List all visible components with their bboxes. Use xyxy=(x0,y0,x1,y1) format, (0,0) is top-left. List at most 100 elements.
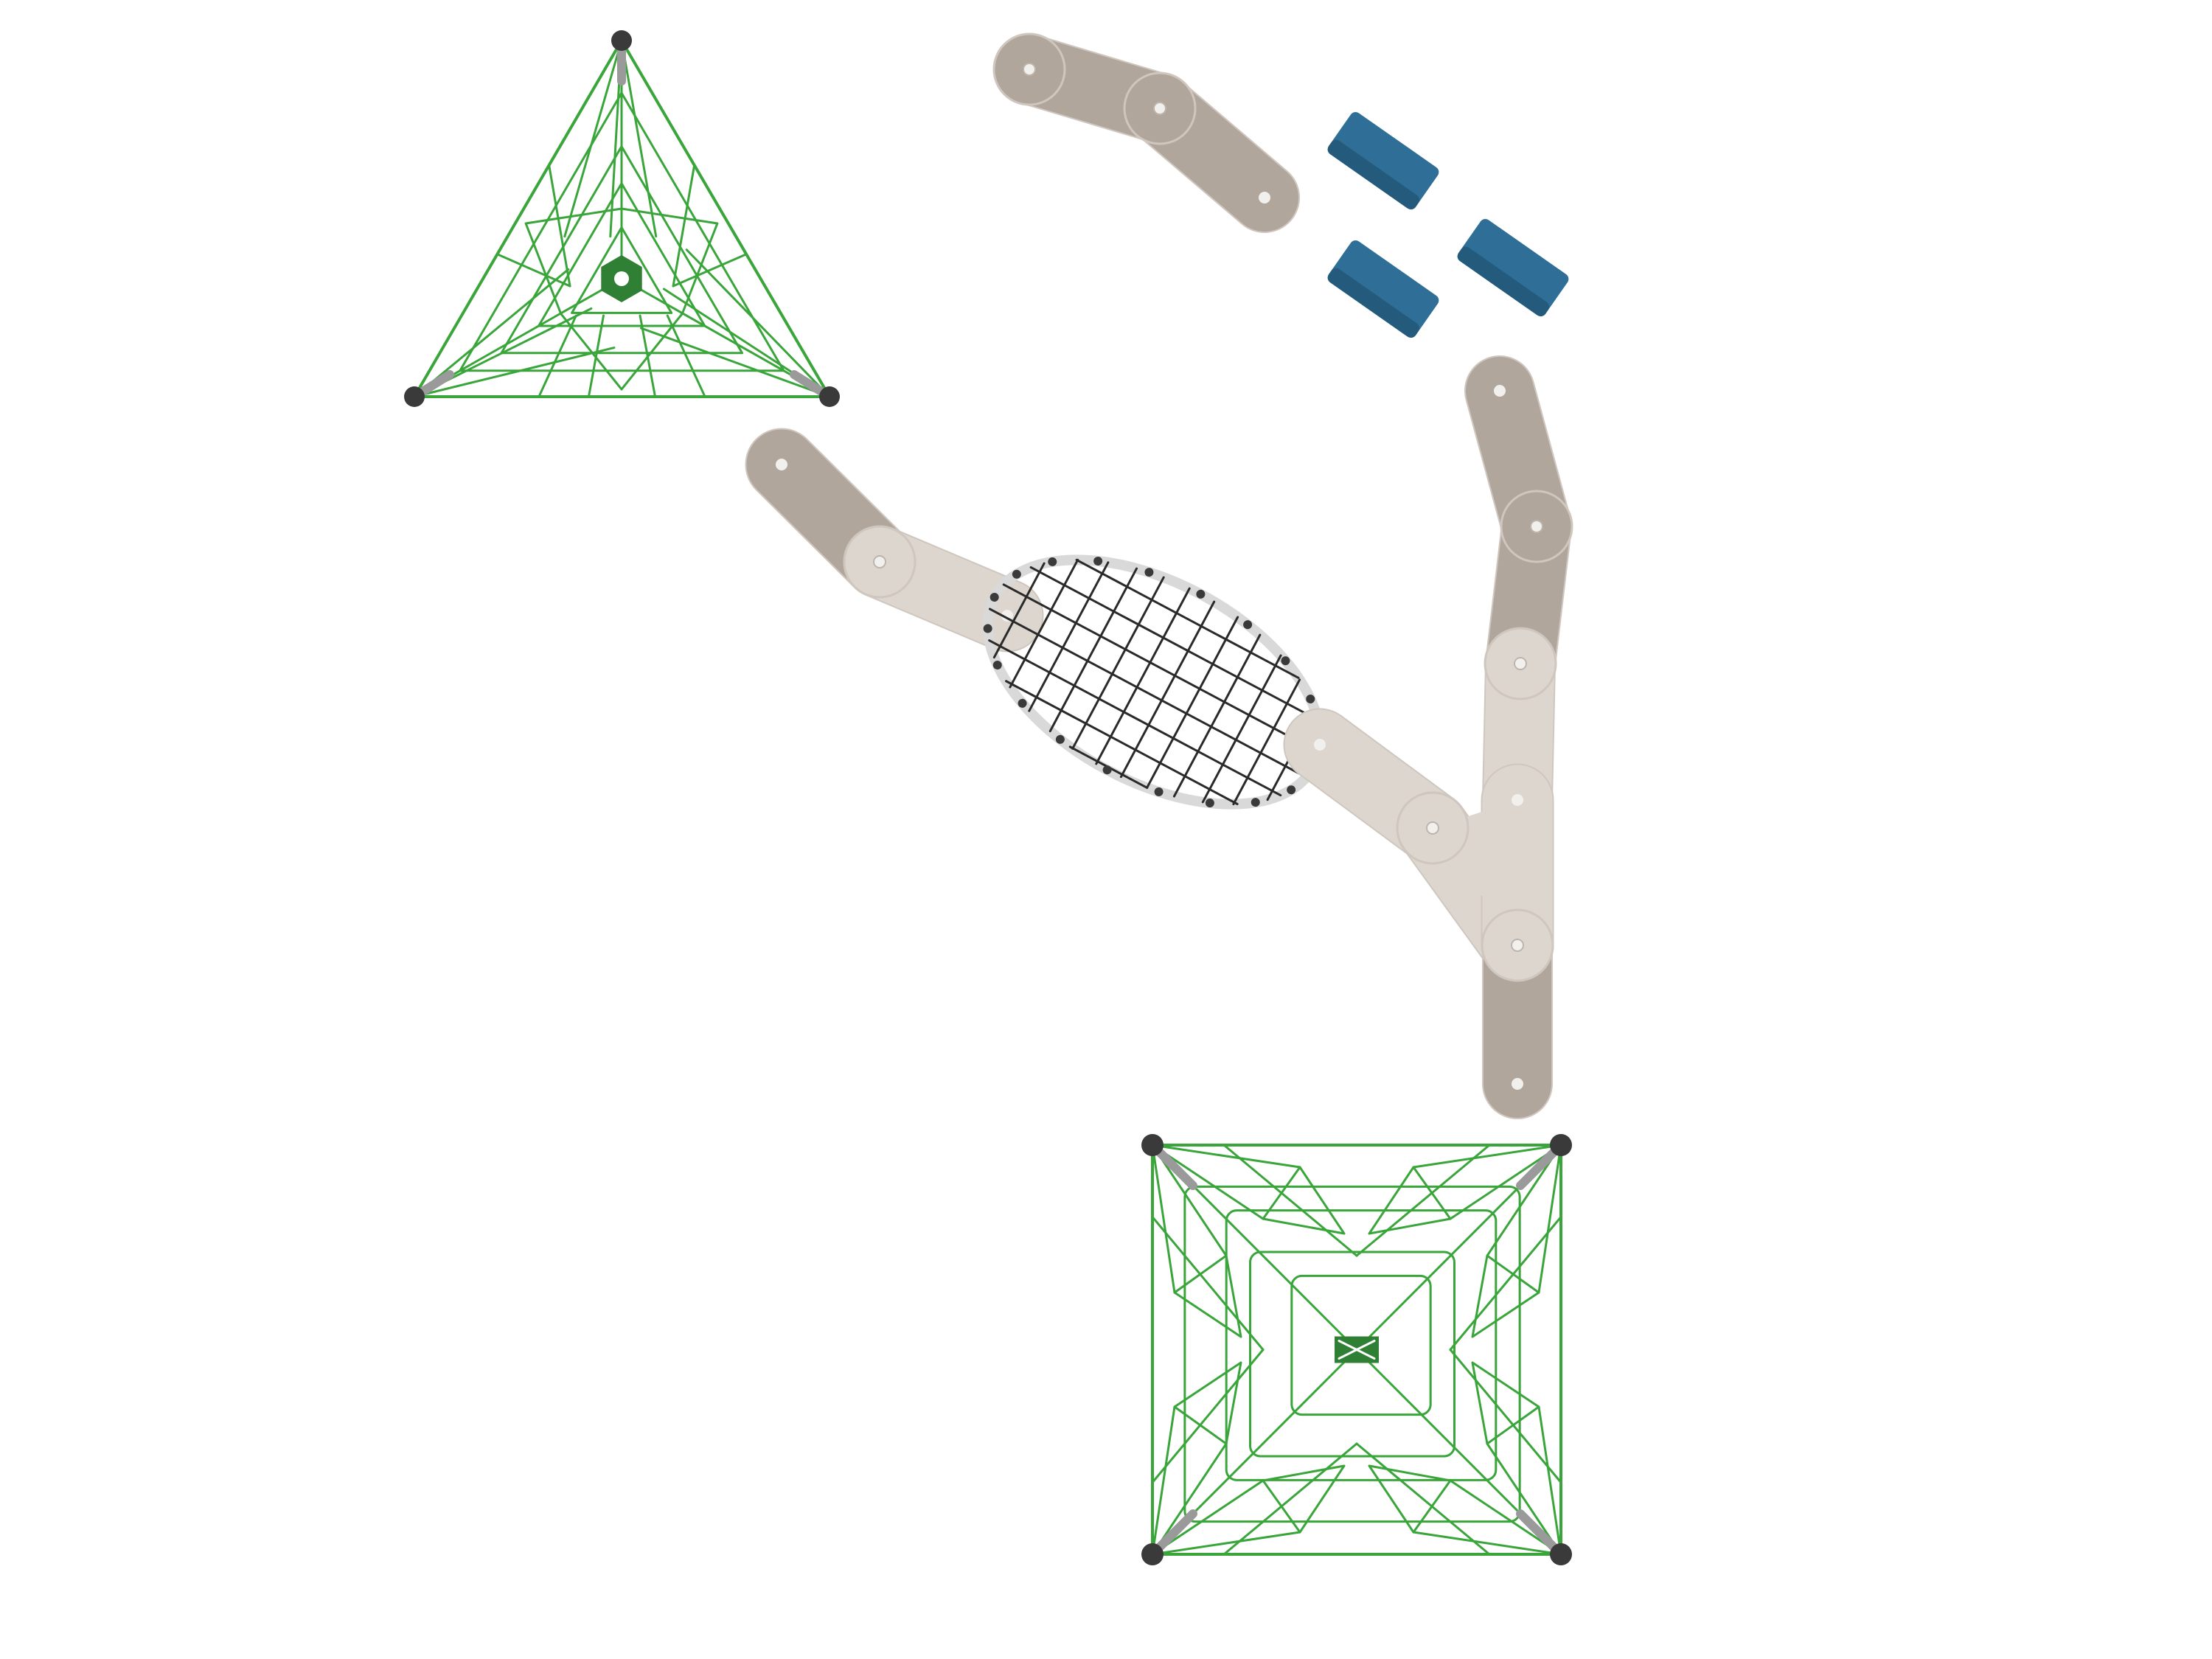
corner-anchor xyxy=(611,30,632,51)
net-clip xyxy=(1144,568,1154,577)
beam-end-dot xyxy=(1259,192,1270,204)
rope-triangle xyxy=(1471,1254,1540,1338)
net-rope xyxy=(1095,587,1191,765)
corner-anchor xyxy=(1141,1134,1164,1156)
beam-disc-dot xyxy=(1511,939,1524,952)
net-clip xyxy=(1102,765,1112,775)
rope-ring xyxy=(571,226,673,314)
stepping-block xyxy=(1457,218,1569,317)
net-clip xyxy=(1154,787,1164,796)
stepping-block xyxy=(1327,240,1439,338)
net-rope xyxy=(1146,616,1239,789)
net-rope xyxy=(1119,600,1216,779)
rope-ring xyxy=(1225,1209,1498,1481)
rope-vertical xyxy=(666,314,706,398)
net-rope xyxy=(1028,561,1110,712)
rope-fan xyxy=(620,39,658,238)
stepping-block-top xyxy=(1457,218,1569,317)
net-rope xyxy=(1071,576,1165,750)
beam-end-dot xyxy=(1512,1078,1523,1090)
corner-anchor xyxy=(1141,1543,1164,1565)
rope-fan xyxy=(1412,1531,1562,1556)
net-rope xyxy=(1232,678,1301,806)
balance-beam-top xyxy=(992,32,1300,233)
rope-fan xyxy=(639,327,831,398)
net-clip xyxy=(1243,620,1253,630)
beam-end-dot xyxy=(1494,385,1506,397)
beam-end-dot xyxy=(1512,794,1523,806)
corner-anchor xyxy=(1550,1543,1572,1565)
rope-fan xyxy=(1537,1144,1562,1294)
net-rope xyxy=(1005,680,1239,805)
corner-anchor xyxy=(1550,1134,1572,1156)
rope-edge-fan xyxy=(1449,1216,1562,1351)
rope-triangle xyxy=(1368,1166,1452,1235)
rope-edge-fan xyxy=(1151,1216,1265,1351)
rope-ring xyxy=(1183,1185,1521,1523)
beam-end-dot xyxy=(776,459,787,470)
rope-side xyxy=(548,164,571,288)
beam-disc-dot xyxy=(1530,520,1543,533)
rope-edge-fan xyxy=(1355,1144,1491,1257)
net-rope xyxy=(992,562,1046,659)
net-clip xyxy=(1048,557,1057,566)
net-clip xyxy=(992,661,1002,670)
net-rope xyxy=(1009,558,1079,689)
stepping-block-top xyxy=(1327,111,1439,210)
corner-anchor xyxy=(819,386,840,407)
net-clip xyxy=(1055,734,1065,744)
net-rope xyxy=(1201,654,1282,804)
rope-fan xyxy=(685,248,831,398)
stepping-block-side xyxy=(1457,246,1549,317)
center-hub-hole xyxy=(614,271,629,286)
rope-edge-fan xyxy=(1151,1349,1265,1484)
corner-anchor xyxy=(404,386,425,407)
square-rope-pyramid xyxy=(1141,1134,1572,1565)
center-hub-cross xyxy=(1338,1340,1376,1360)
rope-fan xyxy=(1537,1405,1562,1556)
stepping-block-side xyxy=(1327,268,1419,338)
net-clip xyxy=(1196,589,1206,599)
stepping-block-top xyxy=(1327,240,1439,338)
net-clip xyxy=(1205,799,1214,808)
stepping-blocks xyxy=(1327,111,1569,338)
net-rope xyxy=(988,608,1308,779)
rope-fan xyxy=(1151,1531,1301,1556)
beam-end-dot xyxy=(1314,739,1326,751)
oval-rope-net xyxy=(982,554,1326,810)
rope-ring xyxy=(459,91,785,372)
rope-fan xyxy=(1151,1144,1301,1169)
beam-disc-dot xyxy=(1153,102,1166,115)
rope-ring xyxy=(538,182,706,327)
net-rope xyxy=(1002,583,1321,754)
net-clip xyxy=(1281,656,1290,666)
rope-side xyxy=(495,253,571,288)
rope-side xyxy=(672,253,748,288)
net-group xyxy=(982,554,1326,810)
triangle-rope-pyramid xyxy=(404,30,840,407)
net-clip xyxy=(983,624,992,633)
rope-outer-frame xyxy=(413,39,831,398)
rope-fan xyxy=(1151,1405,1176,1556)
beam-disc-dot xyxy=(1426,821,1439,835)
rope-edge-fan xyxy=(1222,1144,1358,1257)
rope-outer-frame xyxy=(1151,1144,1562,1556)
rope-vertical xyxy=(538,314,577,398)
rope-fan xyxy=(413,347,616,398)
rope-fan xyxy=(1151,1144,1176,1294)
rope-edge-fan xyxy=(1355,1442,1491,1556)
net-rope xyxy=(1172,633,1262,798)
rope-side xyxy=(672,164,696,288)
beam-disc-dot xyxy=(1023,63,1036,76)
balance-beam-left xyxy=(745,428,1044,653)
rope-edge-fan xyxy=(1222,1442,1358,1556)
beam-disc-dot xyxy=(1514,657,1527,670)
rope-triangle xyxy=(1262,1166,1346,1235)
net-clip xyxy=(1093,556,1103,566)
net-rope xyxy=(1048,567,1138,733)
stepping-block xyxy=(1327,111,1439,210)
rope-fan xyxy=(563,39,623,238)
rope-ring xyxy=(1290,1274,1432,1416)
net-rope xyxy=(1075,558,1300,679)
